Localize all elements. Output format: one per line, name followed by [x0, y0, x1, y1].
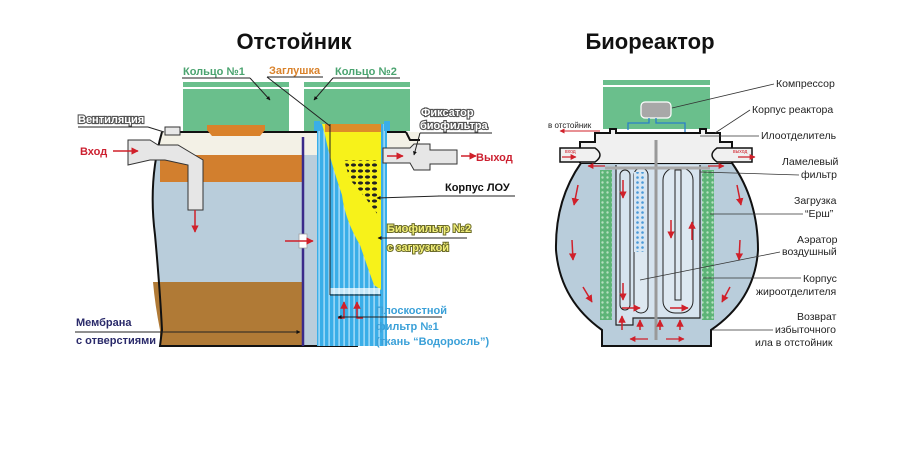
- label-ring-1: Кольцо №1: [183, 66, 245, 78]
- bioreactor-title: Биореактор: [585, 29, 714, 54]
- label-ersh-load: Загрузка: [794, 195, 837, 207]
- label-to-settler: в отстойник: [548, 121, 592, 130]
- label-outlet: Выход: [476, 152, 513, 164]
- label-pipe-out: выход: [733, 149, 747, 155]
- label-grease-body: Корпус: [803, 273, 837, 285]
- bio-inlet-pipe: [559, 147, 601, 163]
- label-lamella-filter: Ламелевый: [782, 156, 839, 168]
- ventilation-pipe: [164, 126, 181, 136]
- label-flat-filter-3: (ткань “Водоросль”): [376, 336, 490, 348]
- label-aerator-2: воздушный: [782, 246, 837, 258]
- aerator: [634, 172, 646, 252]
- label-grease-body-2: жироотделителя: [756, 286, 836, 298]
- label-membrane: Мембрана: [76, 317, 132, 329]
- label-biofilter-2: Биофильтр №2: [387, 223, 471, 235]
- ersh-load-right: [702, 170, 714, 320]
- label-biofilter-lock-2: биофильтра: [420, 120, 489, 132]
- label-sludge-return: Возврат: [797, 311, 837, 323]
- label-biofilter-lock: Фиксатор: [421, 107, 474, 119]
- label-membrane-2: с отверстиями: [76, 335, 156, 347]
- label-sludge-separator: Илоотделитель: [761, 130, 837, 142]
- ring-1: [183, 82, 289, 131]
- label-inlet: Вход: [80, 146, 107, 158]
- label-aerator: Аэратор: [797, 234, 838, 246]
- bio-outlet-pipe: [711, 147, 753, 163]
- ersh-load-left: [600, 170, 612, 320]
- label-biofilter-2-load: с загрузкой: [387, 242, 449, 254]
- outlet-pipe: [382, 143, 458, 171]
- label-reactor-body: Корпус реактора: [752, 104, 833, 116]
- label-ring-2: Кольцо №2: [335, 66, 397, 78]
- label-sludge-return-2: избыточного: [775, 324, 836, 336]
- plug-cap: [207, 125, 265, 136]
- label-sludge-return-3: ила в отстойник: [755, 337, 833, 349]
- bioreactor-diagram: Биореактор вход выход в отстойник: [548, 29, 839, 349]
- settler-diagram: Отстойник: [75, 29, 515, 348]
- flow-arrows: [568, 163, 744, 342]
- label-flat-filter: Плоскостной: [376, 305, 447, 317]
- settler-title: Отстойник: [236, 29, 352, 54]
- label-body: Корпус ЛОУ: [445, 182, 510, 194]
- label-flat-filter-2: фильтр №1: [376, 321, 439, 333]
- bioreactor-ring: [603, 80, 710, 85]
- label-pipe-in: вход: [565, 149, 576, 155]
- label-compressor: Компрессор: [776, 78, 835, 90]
- compressor: [640, 101, 672, 119]
- label-ersh-load-2: “Ерш”: [805, 208, 834, 220]
- label-ventilation: Вентиляция: [78, 114, 144, 126]
- label-plug: Заглушка: [269, 65, 321, 77]
- sludge-layer: [153, 282, 303, 346]
- label-lamella-filter-2: фильтр: [801, 169, 837, 181]
